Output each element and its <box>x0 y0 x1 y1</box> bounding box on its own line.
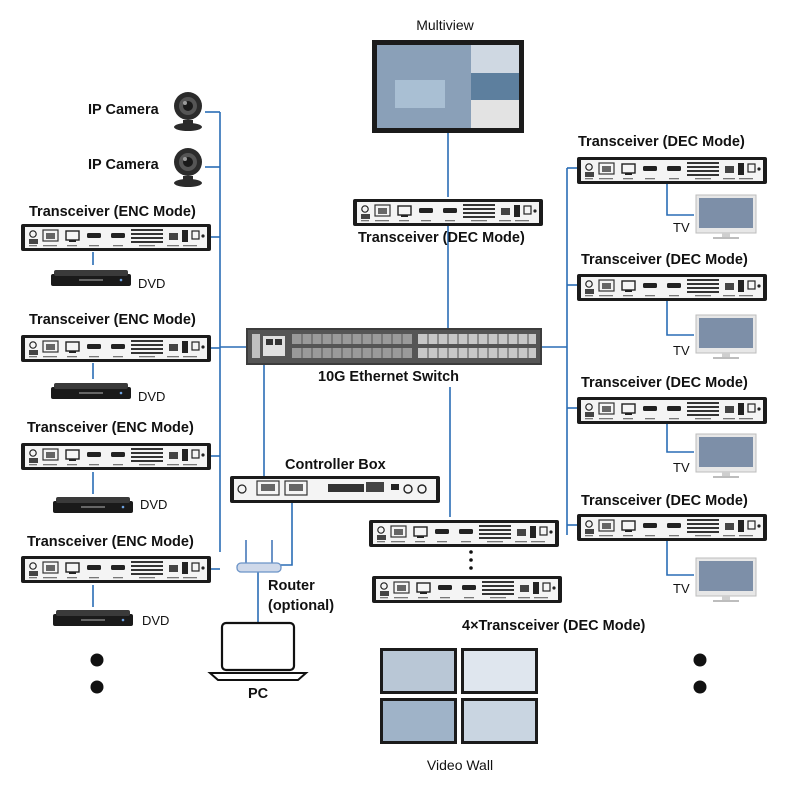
ip-camera-2-label: IP Camera <box>88 157 159 173</box>
transceiver-dec-center-label: Transceiver (DEC Mode) <box>358 230 525 246</box>
ip-camera-2-icon <box>174 148 202 187</box>
pc-label: PC <box>248 686 269 702</box>
more-devices-dot-4 <box>693 680 707 694</box>
multiview-monitor-icon <box>372 40 524 133</box>
tv-4-label: TV <box>673 581 690 596</box>
multiview-label: Multiview <box>416 17 474 33</box>
transceiver-dec-2 <box>576 273 768 302</box>
router-label: Router <box>268 578 315 594</box>
transceiver-dec-3 <box>576 396 768 425</box>
ellipsis-dot-1 <box>469 550 473 554</box>
router-icon <box>236 540 282 573</box>
transceiver-enc-2-label: Transceiver (ENC Mode) <box>29 312 196 328</box>
transceiver-dec-4 <box>576 513 768 542</box>
tv-2-icon <box>695 314 757 360</box>
dvd-1-label: DVD <box>138 276 166 291</box>
transceiver-dec-3-label: Transceiver (DEC Mode) <box>581 375 748 391</box>
dvd-2-label: DVD <box>138 389 166 404</box>
transceiver-dec-wall-1 <box>368 519 560 548</box>
controller-box-label: Controller Box <box>285 457 386 473</box>
transceiver-enc-1-label: Transceiver (ENC Mode) <box>29 204 196 220</box>
more-devices-dot-2 <box>90 680 104 694</box>
ethernet-switch-label: 10G Ethernet Switch <box>318 369 460 385</box>
transceiver-dec-1 <box>576 156 768 185</box>
transceiver-enc-3-label: Transceiver (ENC Mode) <box>27 420 194 436</box>
video-wall-screens <box>380 648 538 744</box>
tv-3-label: TV <box>673 460 690 475</box>
tv-3-icon <box>695 433 757 479</box>
tv-2-label: TV <box>673 343 690 358</box>
transceiver-dec-4-label: Transceiver (DEC Mode) <box>581 493 748 509</box>
ip-camera-1-label: IP Camera <box>88 102 159 118</box>
controller-box <box>230 476 440 503</box>
transceiver-enc-4-label: Transceiver (ENC Mode) <box>27 534 194 550</box>
transceiver-enc-2 <box>20 334 212 363</box>
dvd-player-4-icon <box>53 610 133 626</box>
transceiver-dec-wall-label: 4×Transceiver (DEC Mode) <box>462 618 646 634</box>
transceiver-dec-1-label: Transceiver (DEC Mode) <box>578 134 745 150</box>
pc-laptop-icon <box>207 621 309 681</box>
ethernet-switch-10g <box>246 328 542 365</box>
dvd-3-label: DVD <box>140 497 168 512</box>
dvd-player-2-icon <box>51 383 131 399</box>
ellipsis-dot-3 <box>469 566 473 570</box>
ip-camera-1-icon <box>174 92 202 131</box>
transceiver-dec-center <box>352 198 544 227</box>
router-optional-label: (optional) <box>268 598 335 614</box>
dvd-player-1-icon <box>51 270 131 286</box>
dvd-4-label: DVD <box>142 613 170 628</box>
transceiver-enc-1 <box>20 223 212 252</box>
tv-4-icon <box>695 557 757 603</box>
transceiver-enc-4 <box>20 555 212 584</box>
transceiver-dec-2-label: Transceiver (DEC Mode) <box>581 252 748 268</box>
more-devices-dot-1 <box>90 653 104 667</box>
transceiver-enc-3 <box>20 442 212 471</box>
video-wall-label: Video Wall <box>426 757 494 773</box>
transceiver-dec-wall-2 <box>371 575 563 604</box>
dvd-player-3-icon <box>53 497 133 513</box>
ellipsis-dot-2 <box>469 558 473 562</box>
tv-1-icon <box>695 194 757 240</box>
more-devices-dot-3 <box>693 653 707 667</box>
tv-1-label: TV <box>673 220 690 235</box>
